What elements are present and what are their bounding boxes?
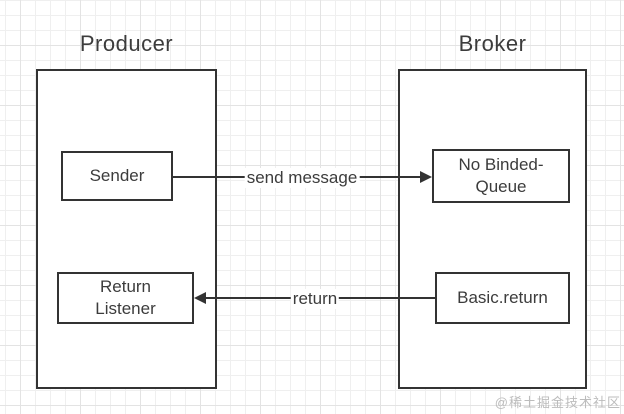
node-sender-label: Sender	[89, 165, 145, 185]
node-no-binded-queue-label: No Binded-Queue	[458, 154, 544, 196]
send-message-arrow-label: send message	[244, 168, 360, 188]
producer-title: Producer	[79, 31, 174, 56]
node-basic-return-label: Basic.return	[457, 287, 548, 307]
watermark: @稀土掘金技术社区	[494, 395, 621, 410]
broker-container	[398, 69, 587, 389]
arrowhead-right-icon	[420, 171, 432, 183]
node-return-listener: Return Listener	[57, 272, 194, 324]
arrowhead-left-icon	[194, 292, 206, 304]
broker-title: Broker	[458, 31, 527, 56]
producer-container	[36, 69, 217, 389]
node-basic-return: Basic.return	[435, 272, 570, 324]
node-sender: Sender	[61, 151, 173, 201]
node-no-binded-queue: No Binded-Queue	[432, 149, 570, 203]
return-arrow-label: return	[290, 289, 340, 309]
node-return-listener-label: Return Listener	[95, 276, 156, 318]
